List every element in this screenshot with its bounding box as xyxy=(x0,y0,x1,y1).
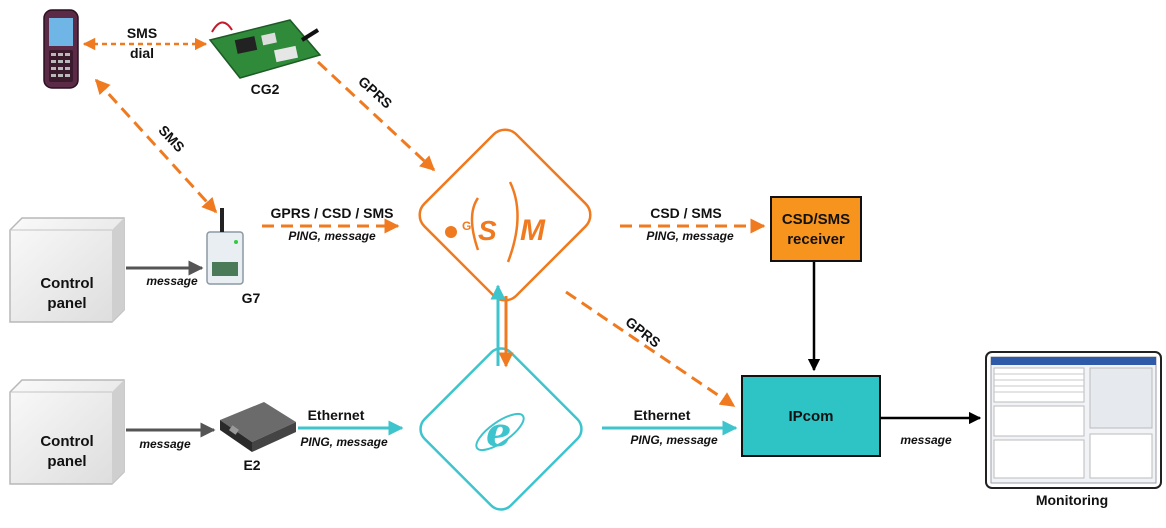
circuit-board-icon xyxy=(208,19,322,79)
receiver-label-line2: receiver xyxy=(787,231,845,248)
mobile-phone-icon xyxy=(43,9,79,89)
control-panel-2-label-line2: panel xyxy=(47,453,86,470)
phone-g7-link xyxy=(94,78,218,214)
svg-text:S: S xyxy=(478,215,497,246)
monitoring-label: Monitoring xyxy=(1036,492,1108,508)
g7-link-main-label: GPRS / CSD / SMS xyxy=(271,205,394,221)
e2-link-sub-label: PING, message xyxy=(300,435,388,449)
gsm-network-icon: G S M xyxy=(418,128,592,302)
internet-explorer-icon: e xyxy=(419,347,583,511)
gsm-module-icon xyxy=(206,208,244,285)
sms-dial-label-2: dial xyxy=(130,45,154,61)
control-panel-1-label-line2: panel xyxy=(47,295,86,312)
ethernet-module-icon xyxy=(220,402,296,452)
gsm-receiver-sub-label: PING, message xyxy=(646,229,734,243)
svg-text:G: G xyxy=(462,219,471,233)
cg2-gsm-link xyxy=(316,60,436,172)
svg-text:M: M xyxy=(520,214,546,247)
ipcom-label: IPcom xyxy=(788,408,833,425)
internet-ipcom-main-label: Ethernet xyxy=(634,407,691,423)
gsm-receiver-main-label: CSD / SMS xyxy=(650,205,722,221)
gsm-ipcom-gprs-link xyxy=(565,290,736,408)
gprs-ipcom-label: GPRS xyxy=(623,314,664,351)
monitoring-screen-icon xyxy=(985,351,1162,489)
message-cp2-label: message xyxy=(139,437,191,451)
csd-sms-receiver-box xyxy=(770,196,862,262)
gprs-cg2-label: GPRS xyxy=(355,73,395,111)
ipcom-box xyxy=(741,375,881,457)
control-panel-box-icon xyxy=(9,217,125,323)
message-monitoring-label: message xyxy=(900,433,952,447)
internet-ipcom-sub-label: PING, message xyxy=(630,433,718,447)
message-cp1-label: message xyxy=(146,274,198,288)
control-panel-2-label-line1: Control xyxy=(40,433,93,450)
e2-label: E2 xyxy=(243,457,260,473)
g7-label: G7 xyxy=(242,290,261,306)
control-panel-1-label-line1: Control xyxy=(40,275,93,292)
g7-link-sub-label: PING, message xyxy=(288,229,376,243)
e2-link-main-label: Ethernet xyxy=(308,407,365,423)
cg2-label: CG2 xyxy=(251,81,280,97)
receiver-label-line1: CSD/SMS xyxy=(782,211,850,228)
control-panel-box-icon xyxy=(9,379,125,485)
sms-dial-label-1: SMS xyxy=(127,25,157,41)
